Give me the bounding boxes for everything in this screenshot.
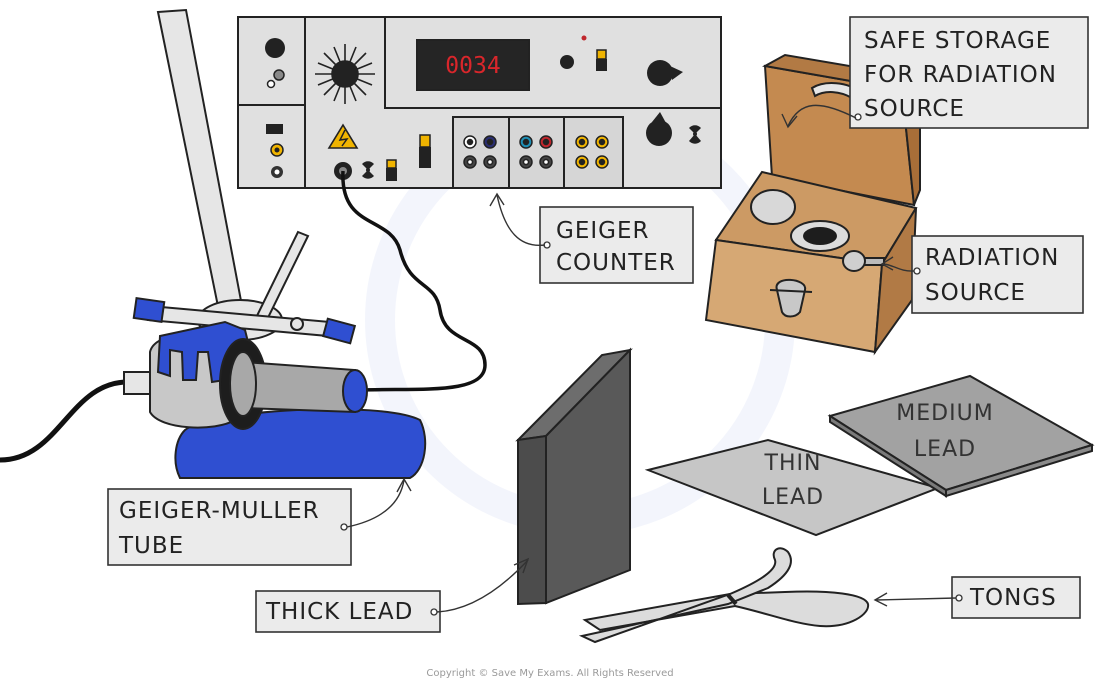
label-thin-lead-line1: THIN [764, 451, 822, 476]
safe-storage-box [704, 53, 923, 356]
label-tongs: TONGS [873, 576, 1081, 619]
tube-cable [341, 170, 487, 392]
radiation-symbol-icon [689, 125, 701, 144]
geiger-counter: 0034 [237, 16, 722, 189]
label-geiger-muller-tube-line1: GEIGER-MULLER [119, 498, 320, 524]
geiger-muller-tube [0, 8, 427, 479]
label-geiger-muller-tube-line2: TUBE [118, 533, 184, 559]
label-tongs-text: TONGS [969, 585, 1057, 611]
label-safe-storage: SAFE STORAGE FOR RADIATION SOURCE [781, 16, 1089, 129]
label-medium-lead-line2: LEAD [914, 437, 976, 462]
label-thick-lead: THICK LEAD [255, 557, 530, 633]
radiation-symbol-icon [362, 161, 374, 179]
high-voltage-warning-icon [327, 123, 359, 149]
terminal-sockets [463, 135, 609, 169]
label-safe-storage-line1: SAFE STORAGE [864, 28, 1051, 54]
label-radiation-source-line1: RADIATION [925, 245, 1059, 271]
medium-lead-sheet [827, 374, 1095, 498]
knob-icon [647, 60, 683, 86]
tongs [578, 547, 870, 644]
label-safe-storage-line2: FOR RADIATION [864, 62, 1057, 88]
label-geiger-muller-tube: GEIGER-MULLER TUBE [107, 477, 412, 566]
label-geiger-counter: GEIGER COUNTER [489, 192, 694, 284]
label-medium-lead-line1: MEDIUM [896, 401, 993, 426]
label-thin-lead-line2: LEAD [762, 485, 824, 510]
knob-icon [646, 112, 672, 146]
rotary-dial-icon [315, 44, 375, 104]
thick-lead-sheet [515, 347, 633, 606]
label-radiation-source: RADIATION SOURCE [880, 235, 1084, 314]
label-thick-lead-text: THICK LEAD [265, 599, 413, 625]
counter-reading: 0034 [445, 53, 500, 79]
copyright-notice: Copyright © Save My Exams. All Rights Re… [426, 668, 673, 679]
label-safe-storage-line3: SOURCE [864, 96, 965, 122]
label-geiger-counter-line2: COUNTER [556, 250, 676, 276]
label-radiation-source-line2: SOURCE [925, 280, 1026, 306]
label-geiger-counter-line1: GEIGER [556, 218, 649, 244]
